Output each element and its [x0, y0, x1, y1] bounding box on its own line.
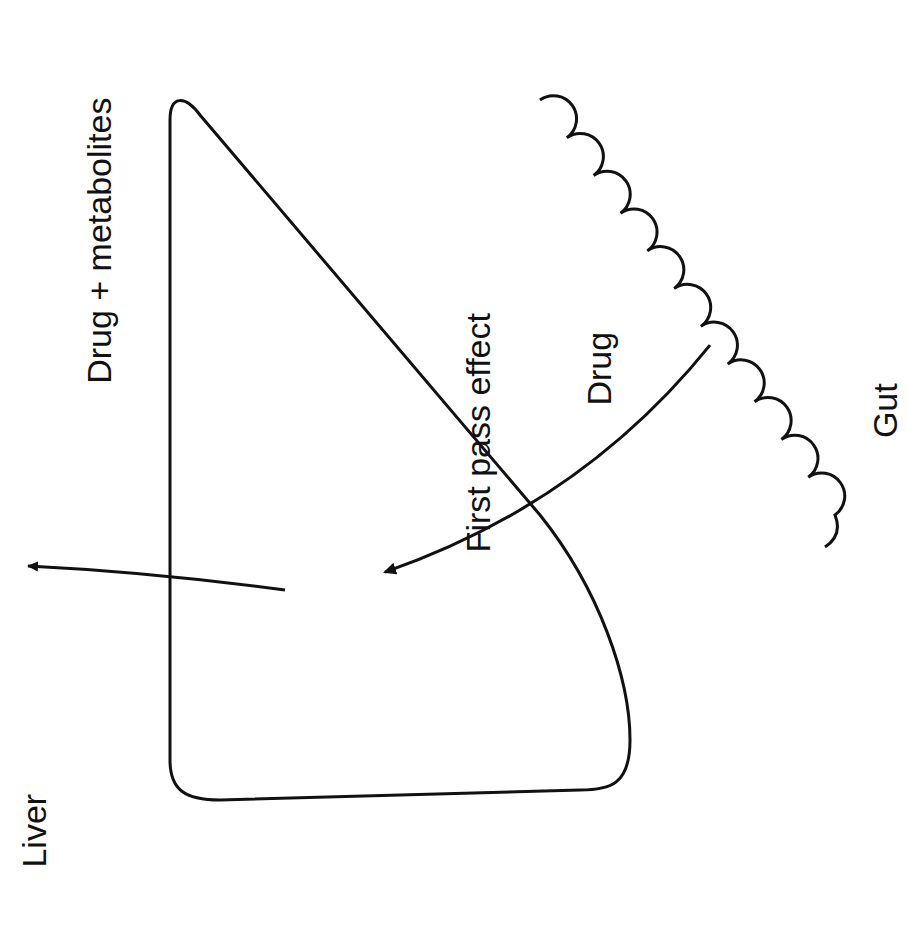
gut-wall: Gut [530, 95, 850, 540]
liver-organ: First pass effectLiver [165, 95, 635, 805]
organ-outline [165, 95, 635, 805]
outflow-arrow [28, 566, 285, 590]
flow-label: Drug + metabolites [81, 97, 118, 383]
process-label: First pass effect [459, 313, 496, 552]
flow-arrow [385, 345, 710, 572]
organ-outline-path [170, 101, 630, 800]
organ-name: Gut [866, 383, 903, 438]
organ-outline-path [540, 96, 845, 547]
organ-name: Liver [16, 793, 53, 867]
organ-outline [530, 95, 850, 540]
edge-label: Drug [581, 331, 618, 405]
